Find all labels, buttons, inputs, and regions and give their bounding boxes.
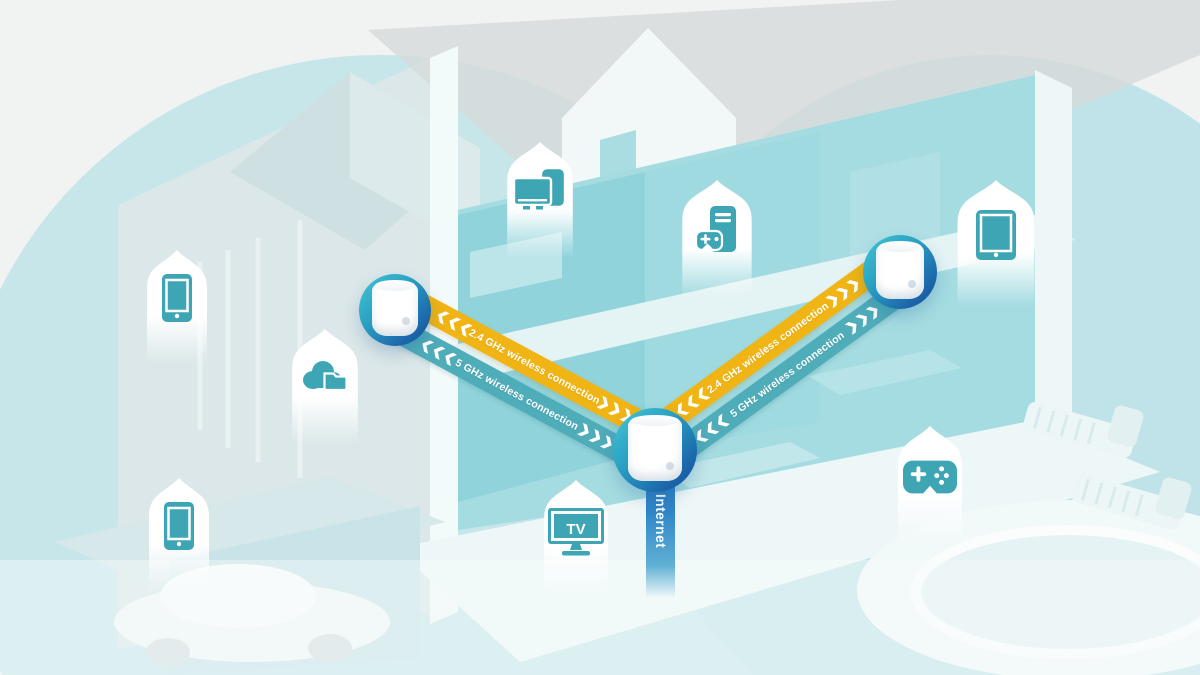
smartphone-icon	[162, 274, 192, 327]
device-pin-tablet	[955, 178, 1037, 306]
deco-cylinder-icon	[628, 414, 682, 481]
smartphone-icon	[164, 502, 194, 555]
tp-link-logo-icon	[402, 317, 410, 325]
device-pin-cloud-storage	[290, 327, 360, 445]
tv-screen-label: TV	[566, 521, 585, 538]
deco-cylinder-icon	[876, 241, 924, 299]
device-pin-smartphone-garage	[146, 476, 212, 592]
device-pin-gaming-pc	[680, 178, 754, 298]
internet-label: Internet	[653, 494, 668, 549]
pool-loungers-illustration	[1023, 401, 1192, 530]
device-pin-game-controller	[896, 424, 964, 542]
monitor-tablet-icon	[512, 166, 567, 219]
tv-icon: TV	[548, 508, 604, 561]
cloud-storage-icon	[301, 359, 349, 400]
device-pin-smartphone-upstairs	[144, 248, 210, 364]
device-pin-desktop-monitor	[505, 140, 575, 258]
deco-unit-left	[359, 274, 431, 346]
game-controller-icon	[903, 458, 957, 503]
deco-cylinder-icon	[372, 280, 418, 336]
gaming-pc-icon	[694, 206, 740, 261]
device-pin-smart-tv: TV	[542, 478, 610, 594]
tp-link-logo-icon	[666, 461, 674, 470]
tp-link-logo-icon	[908, 280, 916, 288]
deco-unit-main	[613, 408, 697, 492]
tablet-icon	[976, 210, 1016, 265]
deco-unit-right	[863, 235, 937, 309]
